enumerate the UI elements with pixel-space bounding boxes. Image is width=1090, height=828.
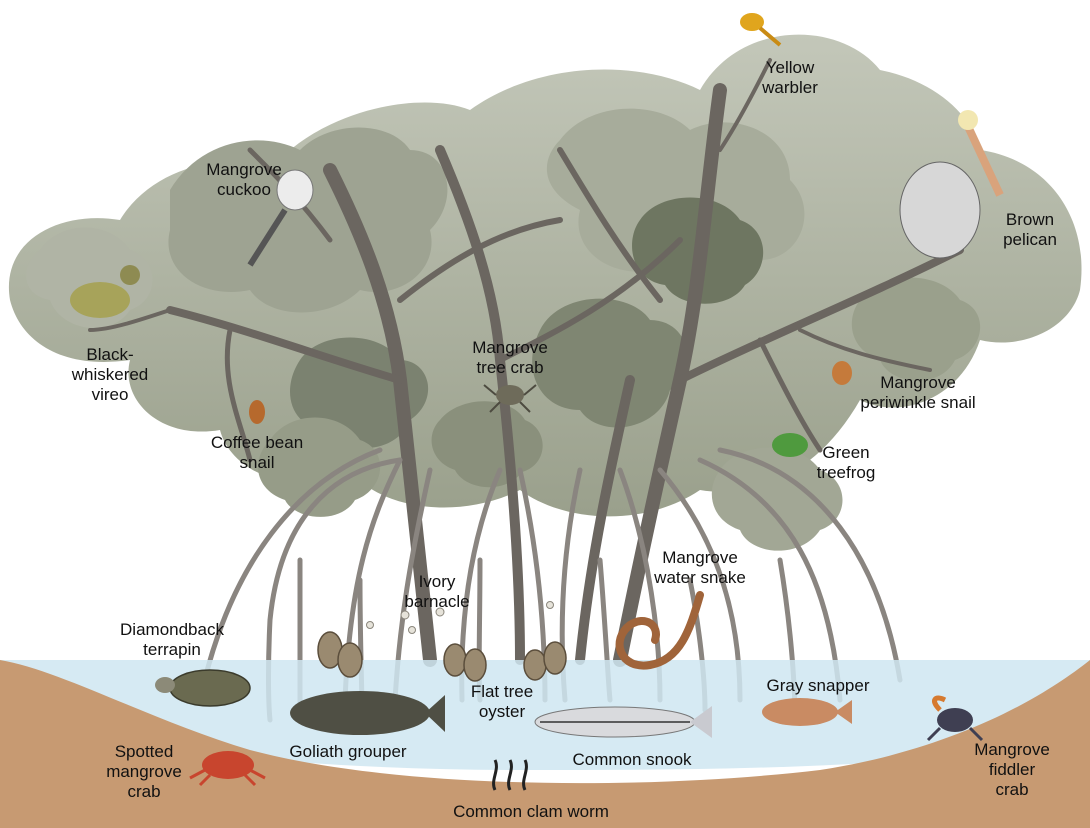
green-treefrog (772, 433, 808, 457)
mangrove-periwinkle-snail (832, 361, 852, 385)
label-mangrove-fiddler-crab: Mangrove fiddler crab (973, 740, 1051, 800)
yellow-warbler (740, 13, 780, 45)
label-yellow-warbler: Yellow warbler (762, 58, 818, 98)
canopy (9, 35, 1082, 551)
label-mangrove-tree-crab: Mangrove tree crab (472, 338, 548, 378)
label-flat-tree-oyster: Flat tree oyster (471, 682, 533, 722)
label-gray-snapper: Gray snapper (767, 676, 870, 696)
label-mangrove-cuckoo: Mangrove cuckoo (206, 160, 282, 200)
label-brown-pelican: Brown pelican (1003, 210, 1057, 250)
label-mangrove-periwinkle-snail: Mangrove periwinkle snail (860, 373, 975, 413)
label-coffee-bean-snail: Coffee bean snail (211, 433, 303, 473)
label-common-clam-worm: Common clam worm (453, 802, 609, 822)
coffee-bean-snail (249, 400, 265, 424)
label-goliath-grouper: Goliath grouper (289, 742, 406, 762)
label-black-whiskered-vireo: Black- whiskered vireo (72, 345, 149, 405)
label-mangrove-water-snake: Mangrove water snake (654, 548, 746, 588)
label-common-snook: Common snook (572, 750, 691, 770)
label-spotted-mangrove-crab: Spotted mangrove crab (106, 742, 182, 802)
label-green-treefrog: Green treefrog (817, 443, 876, 483)
label-ivory-barnacle: Ivory barnacle (404, 572, 469, 612)
label-diamondback-terrapin: Diamondback terrapin (120, 620, 224, 660)
